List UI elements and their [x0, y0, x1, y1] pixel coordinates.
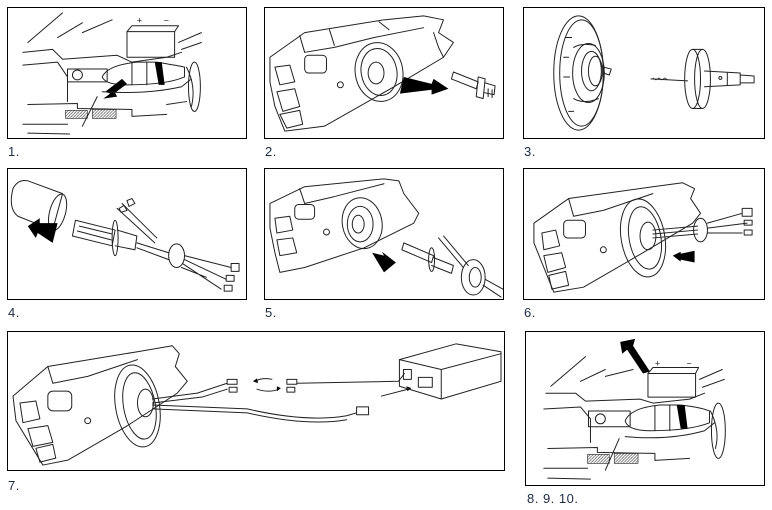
arrow-icon [672, 250, 695, 263]
svg-text:−: − [164, 16, 169, 26]
arrow-icon [103, 78, 127, 99]
battery-icon: + − [648, 359, 699, 398]
step-6-panel [523, 168, 765, 300]
grommet-seated-illustration [524, 169, 764, 299]
arrow-icon [399, 76, 449, 95]
arrow-icon [620, 338, 650, 374]
step-2-panel [264, 7, 504, 139]
headlight-housing-illustration [265, 8, 503, 138]
svg-text:−: − [687, 359, 692, 369]
halogen-bulb-icon [451, 72, 495, 99]
grommet-icon [694, 218, 708, 242]
ballast-icon [399, 344, 501, 399]
hole-saw-icon [651, 49, 754, 108]
step-2-label: 2. [265, 144, 277, 159]
battery-icon: + − [127, 16, 179, 57]
step-1-panel: + − [7, 7, 247, 139]
connector-icon [227, 379, 368, 414]
car-front-illustration: + − [8, 8, 246, 138]
step-3-panel [523, 7, 765, 139]
step-5-label: 5. [265, 305, 277, 320]
step-5-panel [264, 168, 504, 300]
step-8-9-10-panel: + − [525, 331, 765, 486]
step-1-label: 1. [8, 144, 20, 159]
ballast-wiring-illustration [8, 332, 504, 470]
step-7-label: 7. [8, 478, 20, 493]
xenon-bulb-icon [402, 236, 503, 297]
step-7-panel [7, 331, 505, 471]
arrow-icon [372, 251, 396, 273]
dust-cap-hole-saw-illustration [524, 8, 764, 138]
step-3-label: 3. [524, 144, 536, 159]
step-8-9-10-label: 8. 9. 10. [527, 491, 579, 506]
xenon-bulb-icon [72, 199, 239, 292]
step-4-panel [7, 168, 247, 300]
step-6-label: 6. [524, 305, 536, 320]
dust-cap-icon [554, 16, 612, 130]
svg-text:+: + [655, 359, 660, 369]
step-4-label: 4. [8, 305, 20, 320]
insert-bulb-illustration [265, 169, 503, 299]
arrow-icon [27, 218, 58, 243]
svg-text:+: + [137, 16, 142, 26]
car-front-reinstall-illustration: + − [526, 338, 764, 485]
xenon-bulb-cover-illustration [8, 169, 246, 299]
